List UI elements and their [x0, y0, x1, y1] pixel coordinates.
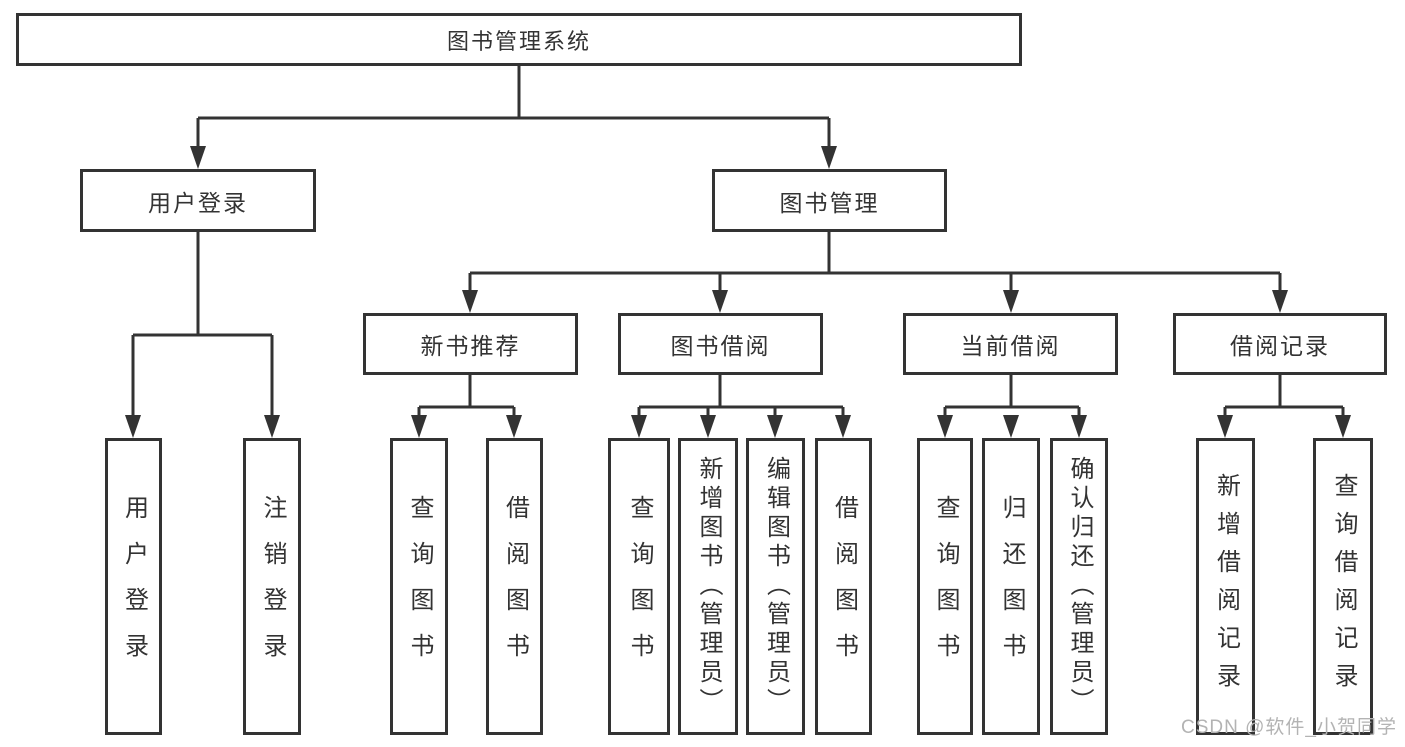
node-label: 新增图书（管理员）	[695, 456, 722, 717]
leaf-query-books-3: 查询图书	[917, 438, 973, 735]
node-current-borrow: 当前借阅	[903, 313, 1118, 375]
leaf-edit-books-admin: 编辑图书（管理员）	[746, 438, 805, 735]
node-label: 查询借阅记录	[1330, 472, 1357, 701]
node-label: 编辑图书（管理员）	[762, 456, 790, 717]
node-book-management: 图书管理	[712, 169, 947, 232]
node-borrow-record: 借阅记录	[1173, 313, 1387, 375]
leaf-borrow-books-1: 借阅图书	[486, 438, 543, 735]
node-label: 查询图书	[932, 494, 959, 679]
node-new-book-recommend: 新书推荐	[363, 313, 578, 375]
node-label: 新增借阅记录	[1212, 472, 1240, 701]
node-library-management-system: 图书管理系统	[16, 13, 1022, 66]
leaf-borrow-books-2: 借阅图书	[815, 438, 872, 735]
node-label: 借阅图书	[830, 494, 858, 679]
leaf-logout: 注销登录	[243, 438, 301, 735]
node-label: 图书管理系统	[446, 28, 591, 54]
node-label: 查询图书	[626, 494, 653, 679]
leaf-confirm-return-admin: 确认归还（管理员）	[1050, 438, 1108, 735]
leaf-add-books-admin: 新增图书（管理员）	[678, 438, 738, 735]
leaf-user-login: 用户登录	[105, 438, 162, 735]
node-book-borrow: 图书借阅	[618, 313, 823, 375]
node-label: 归还图书	[998, 494, 1025, 679]
leaf-return-books: 归还图书	[982, 438, 1040, 735]
node-label: 查询图书	[406, 494, 433, 679]
node-label: 用户登录	[148, 189, 248, 216]
leaf-query-books-1: 查询图书	[390, 438, 448, 735]
arrowheads	[125, 146, 1351, 438]
node-label: 借阅记录	[1230, 333, 1330, 359]
node-label: 新书推荐	[420, 333, 521, 359]
leaf-query-books-2: 查询图书	[608, 438, 670, 735]
node-user-login: 用户登录	[80, 169, 316, 232]
leaf-query-borrow-record: 查询借阅记录	[1313, 438, 1373, 735]
node-label: 借阅图书	[501, 494, 529, 679]
node-label: 图书借阅	[670, 333, 771, 359]
node-label: 当前借阅	[960, 333, 1061, 359]
node-label: 用户登录	[120, 494, 148, 679]
node-label: 注销登录	[259, 494, 286, 679]
csdn-watermark: CSDN @软件_小贺同学	[1181, 717, 1397, 738]
node-label: 图书管理	[779, 189, 880, 216]
leaf-add-borrow-record: 新增借阅记录	[1196, 438, 1255, 735]
node-label: 确认归还（管理员）	[1066, 456, 1093, 717]
